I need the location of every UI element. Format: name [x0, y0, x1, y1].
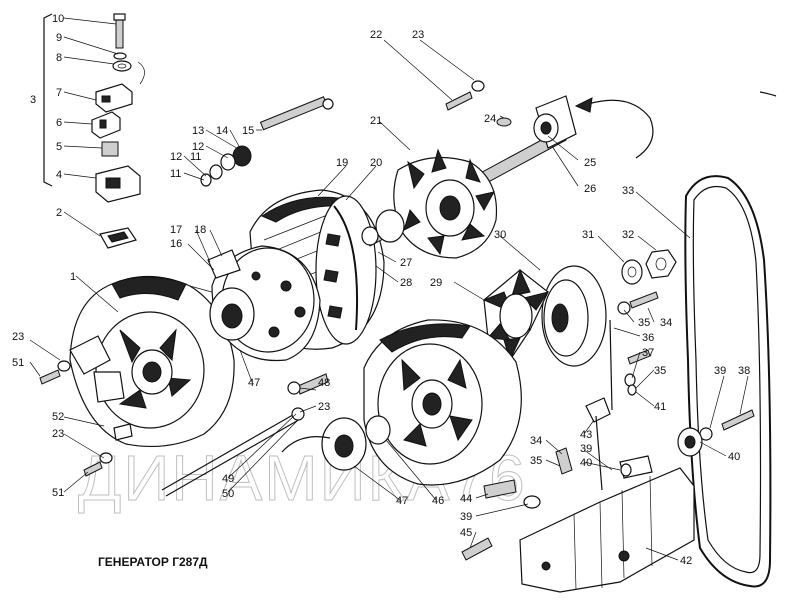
callout-32: 32 [622, 229, 634, 241]
callout-40-a: 40 [728, 451, 740, 463]
callout-24: 24 [484, 113, 496, 125]
callout-23-b: 23 [52, 428, 64, 440]
callout-6: 6 [56, 117, 62, 129]
callout-5: 5 [56, 141, 62, 153]
callout-11-a: 11 [190, 151, 201, 163]
callout-35-a: 35 [638, 317, 650, 329]
callout-23-d: 23 [318, 401, 330, 413]
callout-35-c: 35 [530, 455, 542, 467]
callout-37: 37 [642, 347, 654, 359]
callout-12-b: 12 [170, 151, 182, 163]
brush-holder-7 [95, 83, 133, 113]
callout-40-b: 40 [580, 457, 592, 469]
callout-38: 38 [738, 365, 750, 377]
rotor-nut-pack [200, 96, 334, 187]
pulley-nut-and-washer [621, 249, 677, 285]
callout-21: 21 [370, 115, 382, 127]
fan-and-pulley [482, 265, 607, 367]
callout-45: 45 [460, 527, 472, 539]
callout-47-a: 47 [248, 377, 260, 389]
group-bracket-3 [43, 13, 53, 187]
front-housing-1 [69, 275, 235, 448]
callout-52: 52 [52, 411, 64, 423]
key-24 [496, 117, 512, 127]
callout-13: 13 [192, 125, 204, 137]
callout-43: 43 [580, 429, 592, 441]
adjusting-hardware [609, 291, 755, 441]
callout-4: 4 [56, 169, 62, 181]
terminal-boss [69, 335, 111, 375]
callout-34-b: 34 [530, 435, 542, 447]
callout-51-a: 51 [12, 357, 24, 369]
callout-19: 19 [336, 157, 348, 169]
diagram-title: ГЕНЕРАТОР Г287Д [98, 555, 208, 569]
brush-spring-5 [101, 141, 119, 157]
callout-36: 36 [642, 332, 654, 344]
rear-endshield [207, 245, 321, 362]
callout-31: 31 [582, 229, 594, 241]
bolt-22 [445, 91, 473, 111]
callout-9: 9 [56, 32, 62, 44]
callout-25: 25 [584, 157, 596, 169]
callout-41: 41 [654, 401, 666, 413]
callout-22: 22 [370, 29, 382, 41]
mounting-bracket-42 [461, 397, 703, 593]
callout-28: 28 [400, 277, 412, 289]
callout-51-b: 51 [52, 487, 64, 499]
drive-end-housing [321, 319, 522, 486]
callout-15: 15 [242, 125, 254, 137]
brush-holder-assembly [43, 13, 145, 249]
callout-42: 42 [680, 555, 692, 567]
callout-26: 26 [584, 183, 596, 195]
rotation-arrows [281, 91, 777, 453]
callout-10: 10 [52, 13, 64, 25]
callout-48: 48 [318, 377, 330, 389]
spacer-46 [365, 415, 391, 445]
callout-34-a: 34 [660, 317, 672, 329]
callout-39-c: 39 [460, 511, 472, 523]
callout-33: 33 [622, 185, 634, 197]
rotor [361, 80, 577, 259]
terminal-bolts-left [39, 360, 133, 477]
callout-30: 30 [494, 229, 506, 241]
callout-labels: 10 9 8 3 7 6 5 4 2 1 23 51 52 23 51 13 1… [12, 13, 750, 567]
callout-23-c: 23 [412, 29, 424, 41]
callout-7: 7 [56, 87, 62, 99]
callout-44: 44 [460, 493, 472, 505]
callout-16: 16 [170, 238, 182, 250]
callout-8: 8 [56, 52, 62, 64]
callout-39-a: 39 [714, 365, 726, 377]
callout-11-b: 11 [170, 168, 181, 180]
callout-14: 14 [216, 125, 228, 137]
washer-9 [113, 52, 127, 60]
screw-10 [115, 17, 124, 49]
callout-12-a: 12 [192, 141, 204, 153]
callout-3: 3 [30, 94, 36, 106]
washer-8 [112, 60, 132, 72]
callout-18: 18 [194, 224, 206, 236]
callout-47-b: 47 [396, 495, 408, 507]
callout-35-b: 35 [654, 365, 666, 377]
callout-1: 1 [70, 271, 76, 283]
v-belt-33 [684, 175, 772, 588]
leader-lines [29, 17, 749, 561]
callout-50: 50 [222, 488, 234, 500]
callout-23-a: 23 [12, 331, 24, 343]
callout-46: 46 [432, 495, 444, 507]
callout-17: 17 [170, 224, 182, 236]
callout-39-b: 39 [580, 443, 592, 455]
callout-27: 27 [400, 257, 412, 269]
callout-29: 29 [430, 277, 442, 289]
callout-49: 49 [222, 473, 234, 485]
callout-20: 20 [370, 157, 382, 169]
callout-2: 2 [56, 207, 62, 219]
